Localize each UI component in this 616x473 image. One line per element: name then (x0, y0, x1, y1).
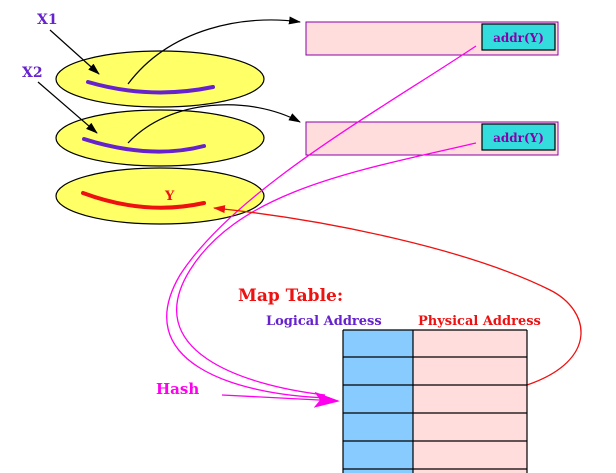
x1-arc (86, 80, 215, 95)
logical-address-header: Logical Address (266, 314, 382, 329)
x1-pointer-line (49, 29, 100, 75)
hash-curve-2 (175, 142, 477, 396)
x1-label: X1 (37, 12, 58, 28)
logical-column (343, 330, 413, 473)
physical-address-header: Physical Address (418, 314, 541, 329)
physical-column (413, 330, 527, 473)
x1-record-arrow (127, 16, 301, 85)
hash-curve-1 (166, 45, 477, 399)
x2-arc (82, 137, 206, 154)
hash-label: Hash (156, 380, 199, 398)
addr-label-bottom: addr(Y) (493, 131, 544, 145)
addr-box-bottom (481, 123, 556, 151)
x2-record-arrow (127, 104, 301, 144)
x2-pointer-line (37, 81, 98, 134)
addr-label-top: addr(Y) (493, 31, 544, 45)
physical-to-y-curve (213, 205, 582, 386)
y-label: Y (164, 189, 175, 204)
x2-label: X2 (22, 65, 43, 81)
page-ellipse-2 (55, 109, 265, 167)
page-ellipse-3 (55, 167, 265, 225)
y-arc (81, 191, 206, 210)
hash-arrow (221, 391, 340, 408)
addr-box-top (481, 23, 556, 51)
map-table (342, 329, 528, 473)
page-ellipse-1 (55, 50, 265, 108)
map-table-title: Map Table: (238, 286, 343, 306)
